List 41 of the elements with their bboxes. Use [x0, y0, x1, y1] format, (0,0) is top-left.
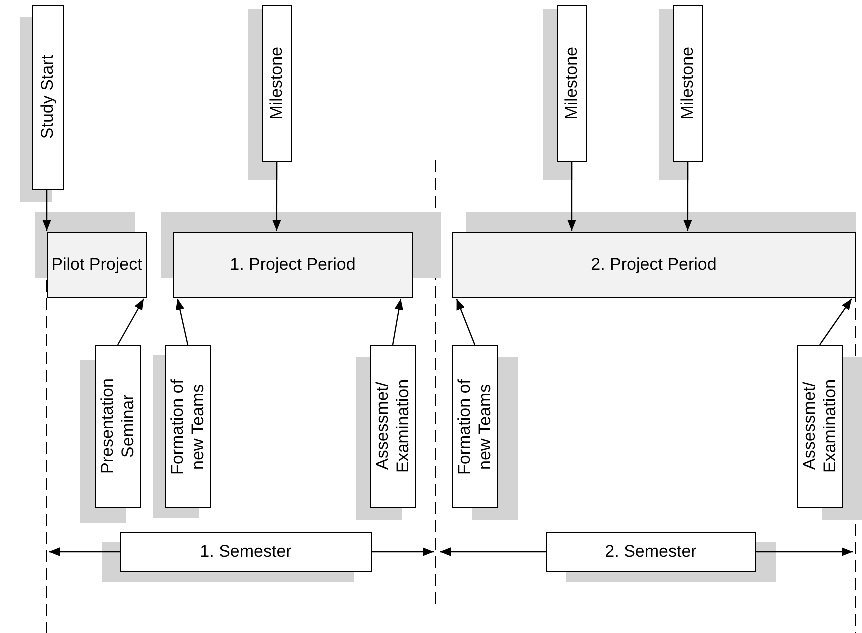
box-label: Presentation Seminar [98, 378, 138, 476]
box-label: 1. Semester [200, 542, 292, 562]
arrow [117, 298, 145, 346]
arrow [42, 190, 52, 231]
box-label: 2. Project Period [591, 254, 717, 276]
box-label: Milestone [678, 47, 698, 120]
box-label: Assessmet/ Examination [372, 378, 413, 476]
milestone-box [557, 5, 587, 162]
arrow [820, 298, 852, 346]
box-label: Milestone [562, 47, 582, 120]
box-label: Formation of new Teams [168, 378, 208, 476]
period-box [120, 532, 372, 572]
box-label: Study Start [38, 55, 58, 140]
span-arrow [49, 548, 120, 556]
milestone-box [673, 5, 703, 162]
milestone-box [262, 5, 292, 162]
milestone-box [165, 345, 211, 508]
box-label: Pilot Project [52, 254, 142, 276]
arrow [456, 298, 476, 346]
box-label: Assessmet/ Examination [800, 378, 840, 476]
box-label: 2. Semester [605, 542, 697, 562]
milestone-box [452, 345, 498, 508]
box-label: Formation of new Teams [454, 378, 495, 476]
period-box [546, 532, 756, 572]
period-box [452, 232, 856, 298]
span-arrow [756, 548, 853, 556]
milestone-box [95, 345, 141, 508]
milestone-box [797, 345, 843, 508]
arrow [176, 298, 189, 346]
period-box [47, 232, 147, 298]
arrow [684, 162, 692, 231]
arrow [568, 162, 576, 231]
arrow [272, 162, 282, 231]
period-box [173, 232, 413, 298]
milestone-box [370, 345, 416, 508]
span-arrow [440, 548, 546, 556]
arrow [392, 298, 404, 346]
box-label: 1. Project Period [230, 254, 356, 276]
span-arrow [372, 548, 434, 556]
milestone-box [32, 5, 64, 190]
box-label: Milestone [266, 47, 287, 120]
